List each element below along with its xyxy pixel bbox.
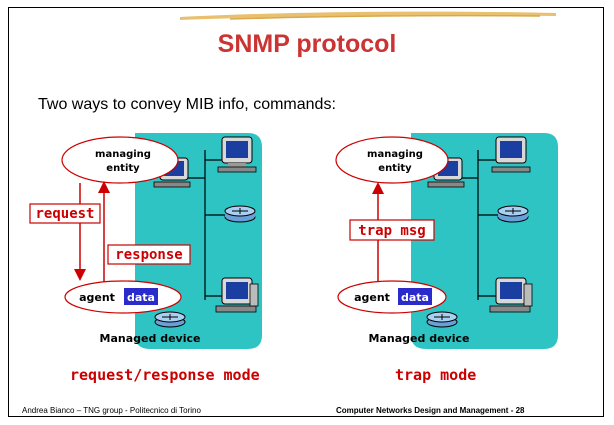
computer-icon (491, 136, 531, 173)
svg-text:trap msg: trap msg (358, 223, 425, 239)
agent-entity: agent data (64, 280, 182, 314)
router-icon (224, 205, 256, 223)
agent-label: agent (354, 291, 390, 304)
managing-entity-line2: entity (378, 163, 412, 174)
agent-label: agent (79, 291, 115, 304)
data-label: data (401, 291, 429, 304)
data-box (124, 288, 158, 305)
router-icon (426, 311, 458, 328)
footer-course: Computer Networks Design and Management … (336, 406, 525, 415)
slide-frame (8, 7, 604, 417)
data-label: data (127, 291, 155, 304)
computer-icon (217, 136, 257, 173)
trap-msg-label: trap msg (349, 219, 435, 241)
brush-stroke-decoration (180, 11, 556, 20)
computer-icon (215, 277, 259, 313)
router-icon (154, 311, 186, 328)
managing-entity: managing entity (61, 136, 179, 184)
response-label: response (107, 244, 191, 265)
managing-entity: managing entity (335, 136, 449, 184)
managing-entity-line1: managing (95, 149, 151, 160)
router-icon (497, 205, 529, 223)
svg-text:response: response (115, 247, 182, 263)
page-title: SNMP protocol (217, 30, 397, 58)
svg-text:request: request (35, 206, 94, 222)
footer-author: Andrea Bianco – TNG group - Politecnico … (22, 406, 201, 415)
computer-icon (489, 277, 533, 313)
data-box (398, 288, 432, 305)
request-label: request (29, 203, 101, 224)
agent-entity: agent data (337, 280, 447, 314)
managing-entity-line2: entity (106, 163, 140, 174)
request-response-mode-label: request/response mode (70, 366, 260, 384)
managed-device-label: Managed device (369, 332, 470, 345)
managed-device-label: Managed device (100, 332, 201, 345)
managing-entity-line1: managing (367, 149, 423, 160)
subtitle: Two ways to convey MIB info, commands: (38, 96, 336, 113)
trap-mode-label: trap mode (395, 366, 477, 384)
